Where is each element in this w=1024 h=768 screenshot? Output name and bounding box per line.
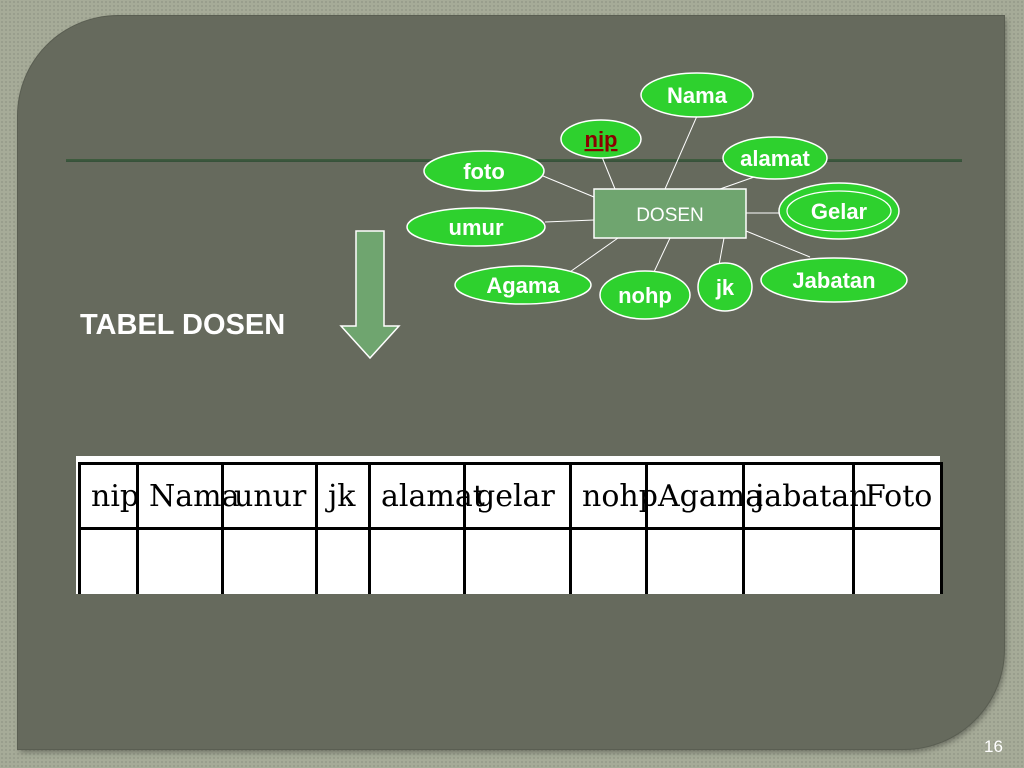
attribute-jabatan: Jabatan — [760, 257, 908, 303]
table-header-row: nip Nama unur jk alamat gelar nohp Agama… — [78, 462, 943, 530]
column-header: Nama — [136, 462, 239, 530]
connector-umur — [544, 219, 595, 223]
column-header: nohp — [569, 462, 658, 530]
connector-nip — [601, 156, 616, 190]
table-dosen-container: nip Nama unur jk alamat gelar nohp Agama… — [76, 456, 943, 594]
column-header: nip — [78, 462, 139, 530]
connector-alamat — [719, 175, 758, 190]
table-cell — [463, 527, 572, 594]
connector-foto — [542, 175, 595, 198]
attribute-nip: nip — [560, 119, 642, 159]
attribute-alamat: alamat — [722, 136, 828, 180]
table-cell — [368, 527, 466, 594]
entity-dosen-label: DOSEN — [636, 205, 704, 226]
attribute-foto: foto — [423, 150, 545, 192]
table-dosen: nip Nama unur jk alamat gelar nohp Agama… — [78, 462, 943, 594]
entity-dosen-box — [593, 188, 747, 239]
attribute-nama: Nama — [640, 72, 754, 118]
attribute-nohp-label: nohp — [618, 283, 672, 308]
table-title: TABEL DOSEN — [80, 309, 286, 341]
column-header: jabatan — [742, 462, 869, 530]
column-header: Agama — [645, 462, 763, 530]
attribute-agama-label: Agama — [486, 273, 560, 298]
attribute-nip-label: nip — [585, 127, 618, 152]
column-header: unur — [221, 462, 318, 530]
table-cell — [569, 527, 648, 594]
connector-agama — [566, 237, 619, 275]
table-cell — [136, 527, 224, 594]
column-header: jk — [315, 462, 371, 530]
attribute-agama: Agama — [454, 265, 592, 305]
down-arrow-icon — [339, 230, 401, 360]
attribute-jk-label: jk — [715, 275, 735, 300]
table-cell — [742, 527, 855, 594]
table-cell — [645, 527, 745, 594]
table-cell — [78, 527, 139, 594]
column-header: Foto — [852, 462, 943, 530]
table-row — [78, 527, 943, 594]
attribute-umur-label: umur — [449, 215, 504, 240]
connector-nohp — [653, 237, 671, 273]
connector-nama — [664, 115, 698, 190]
attribute-gelar-label: Gelar — [811, 199, 868, 224]
table-cell — [315, 527, 371, 594]
column-header: gelar — [463, 462, 572, 530]
attribute-alamat-label: alamat — [740, 146, 810, 171]
column-header: alamat — [368, 462, 485, 530]
attribute-nohp: nohp — [599, 270, 691, 320]
attribute-nama-label: Nama — [667, 83, 728, 108]
er-connectors — [542, 115, 811, 275]
connector-jabatan — [745, 230, 811, 258]
table-cell — [221, 527, 318, 594]
attribute-gelar: Gelar — [778, 182, 900, 240]
attribute-umur: umur — [406, 207, 546, 247]
slide-panel — [18, 16, 1004, 749]
attribute-jabatan-label: Jabatan — [792, 268, 875, 293]
page-number: 16 — [984, 737, 1003, 756]
attribute-jk: jk — [697, 262, 753, 312]
table-cell — [852, 527, 943, 594]
attribute-foto-label: foto — [463, 159, 505, 184]
connector-jk — [718, 237, 725, 266]
